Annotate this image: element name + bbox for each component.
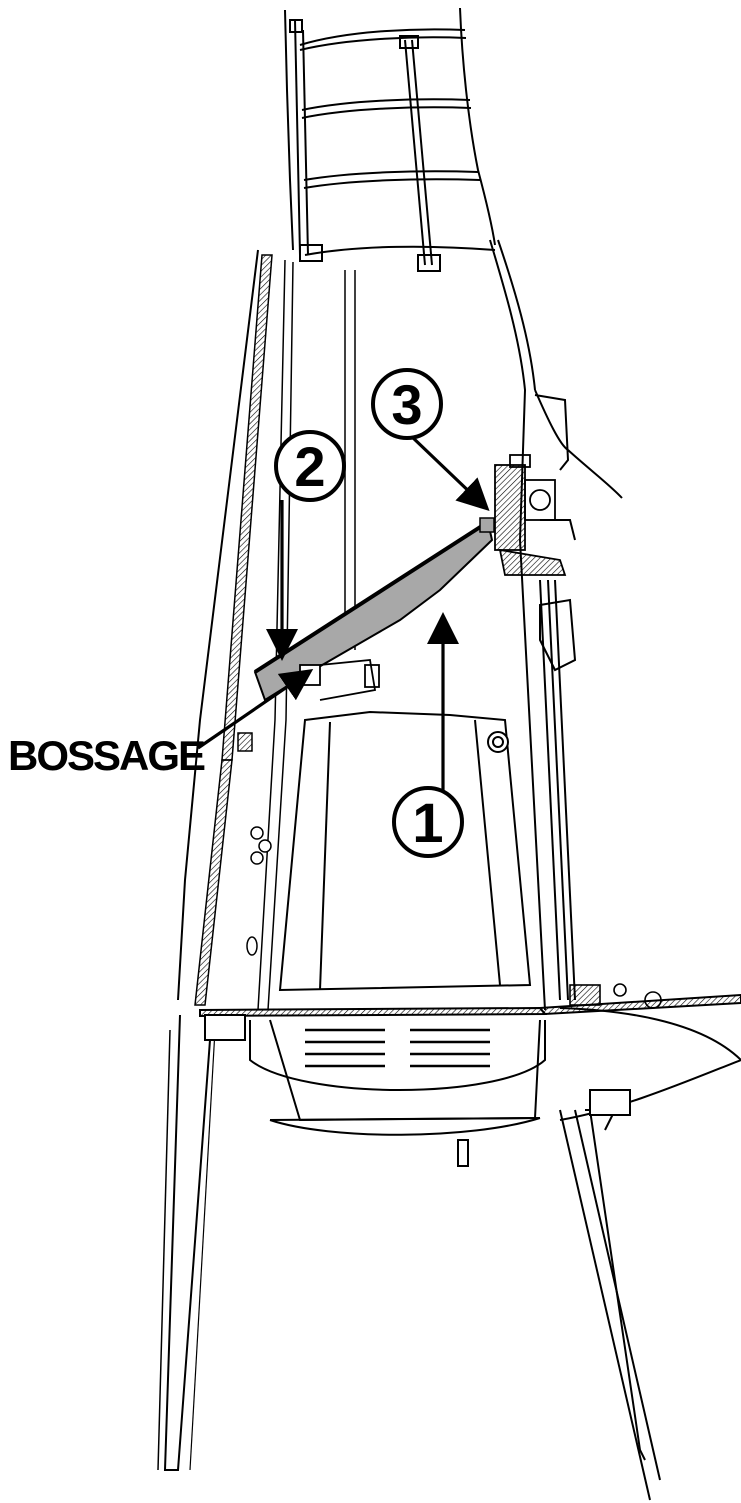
boss-feature bbox=[299, 659, 380, 701]
panel-filter bbox=[253, 517, 495, 702]
callout-1: 1 bbox=[392, 786, 464, 858]
right-foot-detail bbox=[569, 983, 662, 1009]
callout-2-circle bbox=[274, 430, 346, 502]
upper-tube bbox=[284, 7, 496, 272]
arrows bbox=[197, 433, 490, 793]
callout-3-circle bbox=[371, 368, 443, 440]
inner-box bbox=[278, 710, 532, 992]
left-wall bbox=[177, 249, 356, 1011]
arrow-step-3 bbox=[408, 433, 490, 512]
bossage-label: BOSSAGE bbox=[8, 732, 205, 779]
callout-1-label: 1 bbox=[412, 791, 443, 854]
legs bbox=[157, 1014, 661, 1501]
callout-2-label: 2 bbox=[294, 435, 325, 498]
arrow-bossage bbox=[197, 668, 314, 750]
callout-3-label: 3 bbox=[391, 373, 422, 436]
base-tray bbox=[199, 993, 741, 1167]
callout-2: 2 bbox=[274, 430, 346, 502]
callout-3: 3 bbox=[371, 368, 443, 440]
callout-1-circle bbox=[392, 786, 464, 858]
hinge-mechanism bbox=[494, 454, 567, 576]
right-wall bbox=[489, 239, 623, 1011]
wall-holes bbox=[237, 732, 272, 956]
